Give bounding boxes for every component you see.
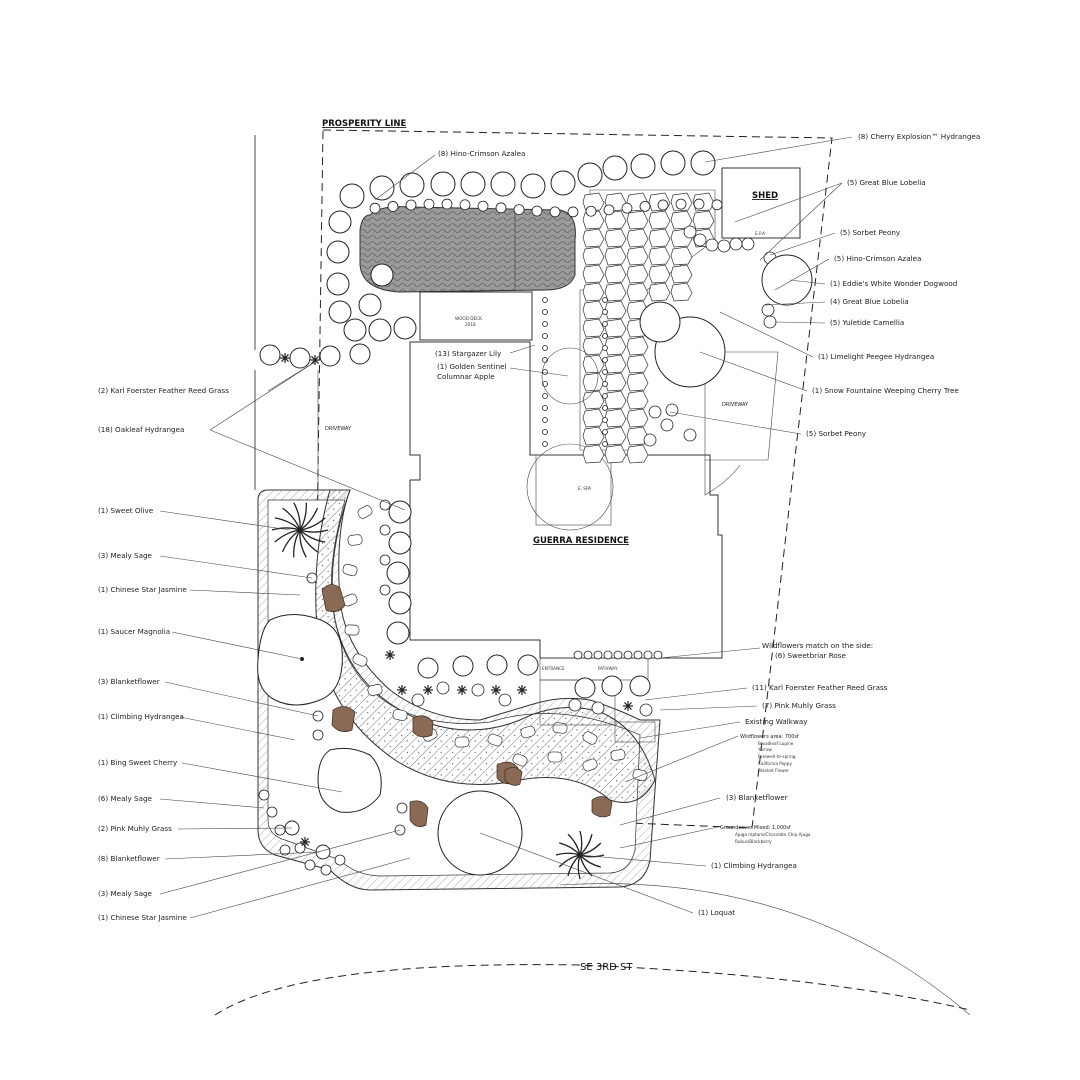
label-left-10: (2) Pink Muhly Grass bbox=[98, 824, 172, 833]
label-right-13: (3) Blanketflower bbox=[726, 793, 788, 802]
label-right-14: (1) Climbing Hydrangea bbox=[711, 861, 797, 870]
label-golden-sentinel-1: (1) Golden Sentinel bbox=[437, 362, 507, 371]
right-labels: (8) Cherry Explosion™ Hydrangea (5) Great… bbox=[479, 132, 980, 917]
svg-text:WOOD DECK: WOOD DECK bbox=[455, 316, 482, 321]
label-wildflowers-side-1: Wildflowers match on the side: bbox=[762, 641, 873, 650]
label-right-7: (1) Limelight Peegee Hydrangea bbox=[818, 352, 934, 361]
label-left-13: (1) Chinese Star Jasmine bbox=[98, 913, 187, 922]
svg-text:E. SPA: E. SPA bbox=[578, 486, 591, 491]
left-labels: (2) Karl Foerster Feather Reed Grass (18)… bbox=[98, 359, 411, 922]
label-left-11: (8) Blanketflower bbox=[98, 854, 160, 863]
sweet-olive bbox=[271, 502, 329, 558]
label-stargazer: (13) Stargazer Lily bbox=[435, 349, 502, 358]
label-wildflowers-side-2: (6) Sweetbriar Rose bbox=[775, 651, 847, 660]
wood-deck bbox=[419, 291, 533, 341]
street-curve bbox=[214, 964, 971, 1016]
trees bbox=[257, 254, 813, 876]
saucer-magnolia bbox=[257, 614, 343, 706]
svg-text:Rubus/Blackberry: Rubus/Blackberry bbox=[735, 839, 772, 844]
residence-label: GUERRA RESIDENCE bbox=[533, 536, 629, 546]
street-label: SE 3RD ST bbox=[580, 962, 633, 973]
property-line bbox=[312, 129, 833, 829]
svg-text:Groundcover Mixed: 1,000sf: Groundcover Mixed: 1,000sf bbox=[720, 825, 791, 831]
svg-text:Ajuga reptans/Chocolate Chip A: Ajuga reptans/Chocolate Chip Ajuga bbox=[735, 832, 811, 837]
label-left-2: (1) Sweet Olive bbox=[98, 506, 154, 515]
label-right-15: (1) Loquat bbox=[698, 908, 735, 917]
label-right-0: (8) Cherry Explosion™ Hydrangea bbox=[858, 132, 980, 141]
label-right-1: (5) Great Blue Lobelia bbox=[847, 178, 926, 187]
label-left-3: (3) Mealy Sage bbox=[98, 551, 153, 560]
plant-symbols bbox=[258, 150, 785, 876]
svg-text:Yarrow: Yarrow bbox=[757, 747, 772, 752]
svg-text:2018: 2018 bbox=[465, 322, 476, 327]
label-left-8: (1) Bing Sweet Cherry bbox=[98, 758, 178, 767]
svg-text:Blanket Flower: Blanket Flower bbox=[758, 768, 789, 773]
svg-text:Wildflowers area: 700sf: Wildflowers area: 700sf bbox=[740, 734, 799, 740]
limelight-peegee-hydrangea bbox=[639, 301, 681, 343]
driveway-left-label: DRIVEWAY bbox=[325, 426, 352, 432]
label-right-12: Existing Walkway bbox=[745, 717, 808, 726]
label-left-6: (3) Blanketflower bbox=[98, 677, 160, 686]
label-left-7: (1) Climbing Hydrangea bbox=[98, 712, 184, 721]
svg-text:California Poppy: California Poppy bbox=[758, 761, 792, 766]
label-right-5: (4) Great Blue Lobelia bbox=[830, 297, 909, 306]
label-right-8: (1) Snow Fountaine Weeping Cherry Tree bbox=[812, 386, 959, 395]
bing-sweet-cherry bbox=[317, 747, 382, 813]
guerra-residence bbox=[409, 341, 723, 659]
groundcover-note: Groundcover Mixed: 1,000sf Ajuga reptans… bbox=[720, 825, 811, 844]
stone-patio bbox=[579, 189, 716, 464]
property-line-label: PROSPERITY LINE bbox=[322, 119, 406, 129]
svg-text:Farewell-to-spring: Farewell-to-spring bbox=[758, 754, 796, 759]
label-right-11: (7) Pink Muhly Grass bbox=[762, 701, 836, 710]
climbing-hydrangea-star bbox=[555, 830, 605, 880]
driveway-right-label: DRIVEWAY bbox=[722, 402, 749, 408]
label-right-3: (5) Hino-Crimson Azalea bbox=[834, 254, 921, 263]
svg-text:PATHWAY: PATHWAY bbox=[598, 666, 618, 671]
stepping-stones bbox=[342, 505, 648, 782]
label-hino-top: (8) Hino-Crimson Azalea bbox=[438, 149, 525, 158]
svg-text:Broadleaf Lupine: Broadleaf Lupine bbox=[758, 741, 794, 746]
svg-text:ENTRANCE: ENTRANCE bbox=[542, 666, 565, 671]
label-left-4: (1) Chinese Star Jasmine bbox=[98, 585, 187, 594]
label-right-2: (5) Sorbet Peony bbox=[840, 228, 901, 237]
svg-text:SHED: SHED bbox=[752, 191, 778, 201]
label-left-0: (2) Karl Foerster Feather Reed Grass bbox=[98, 386, 229, 395]
label-left-1: (18) Oakleaf Hydrangea bbox=[98, 425, 184, 434]
shed bbox=[721, 167, 801, 239]
label-right-6: (5) Yuletide Camellia bbox=[830, 318, 904, 327]
boulders bbox=[321, 584, 613, 827]
label-right-10: (11) Karl Foerster Feather Reed Grass bbox=[752, 683, 888, 692]
label-left-9: (6) Mealy Sage bbox=[98, 794, 153, 803]
wildflowers-note: Wildflowers area: 700sf Broadleaf Lupine… bbox=[740, 734, 799, 773]
existing-walkway bbox=[539, 679, 616, 726]
label-right-4: (1) Eddie's White Wonder Dogwood bbox=[830, 279, 957, 288]
label-left-12: (3) Mealy Sage bbox=[98, 889, 153, 898]
label-left-5: (1) Saucer Magnolia bbox=[98, 627, 170, 636]
label-golden-sentinel-2: Columnar Apple bbox=[437, 372, 495, 381]
eddies-white-wonder-dogwood bbox=[761, 254, 813, 306]
label-right-9: (5) Sorbet Peony bbox=[806, 429, 867, 438]
svg-text:E.P.A.: E.P.A. bbox=[755, 231, 766, 236]
